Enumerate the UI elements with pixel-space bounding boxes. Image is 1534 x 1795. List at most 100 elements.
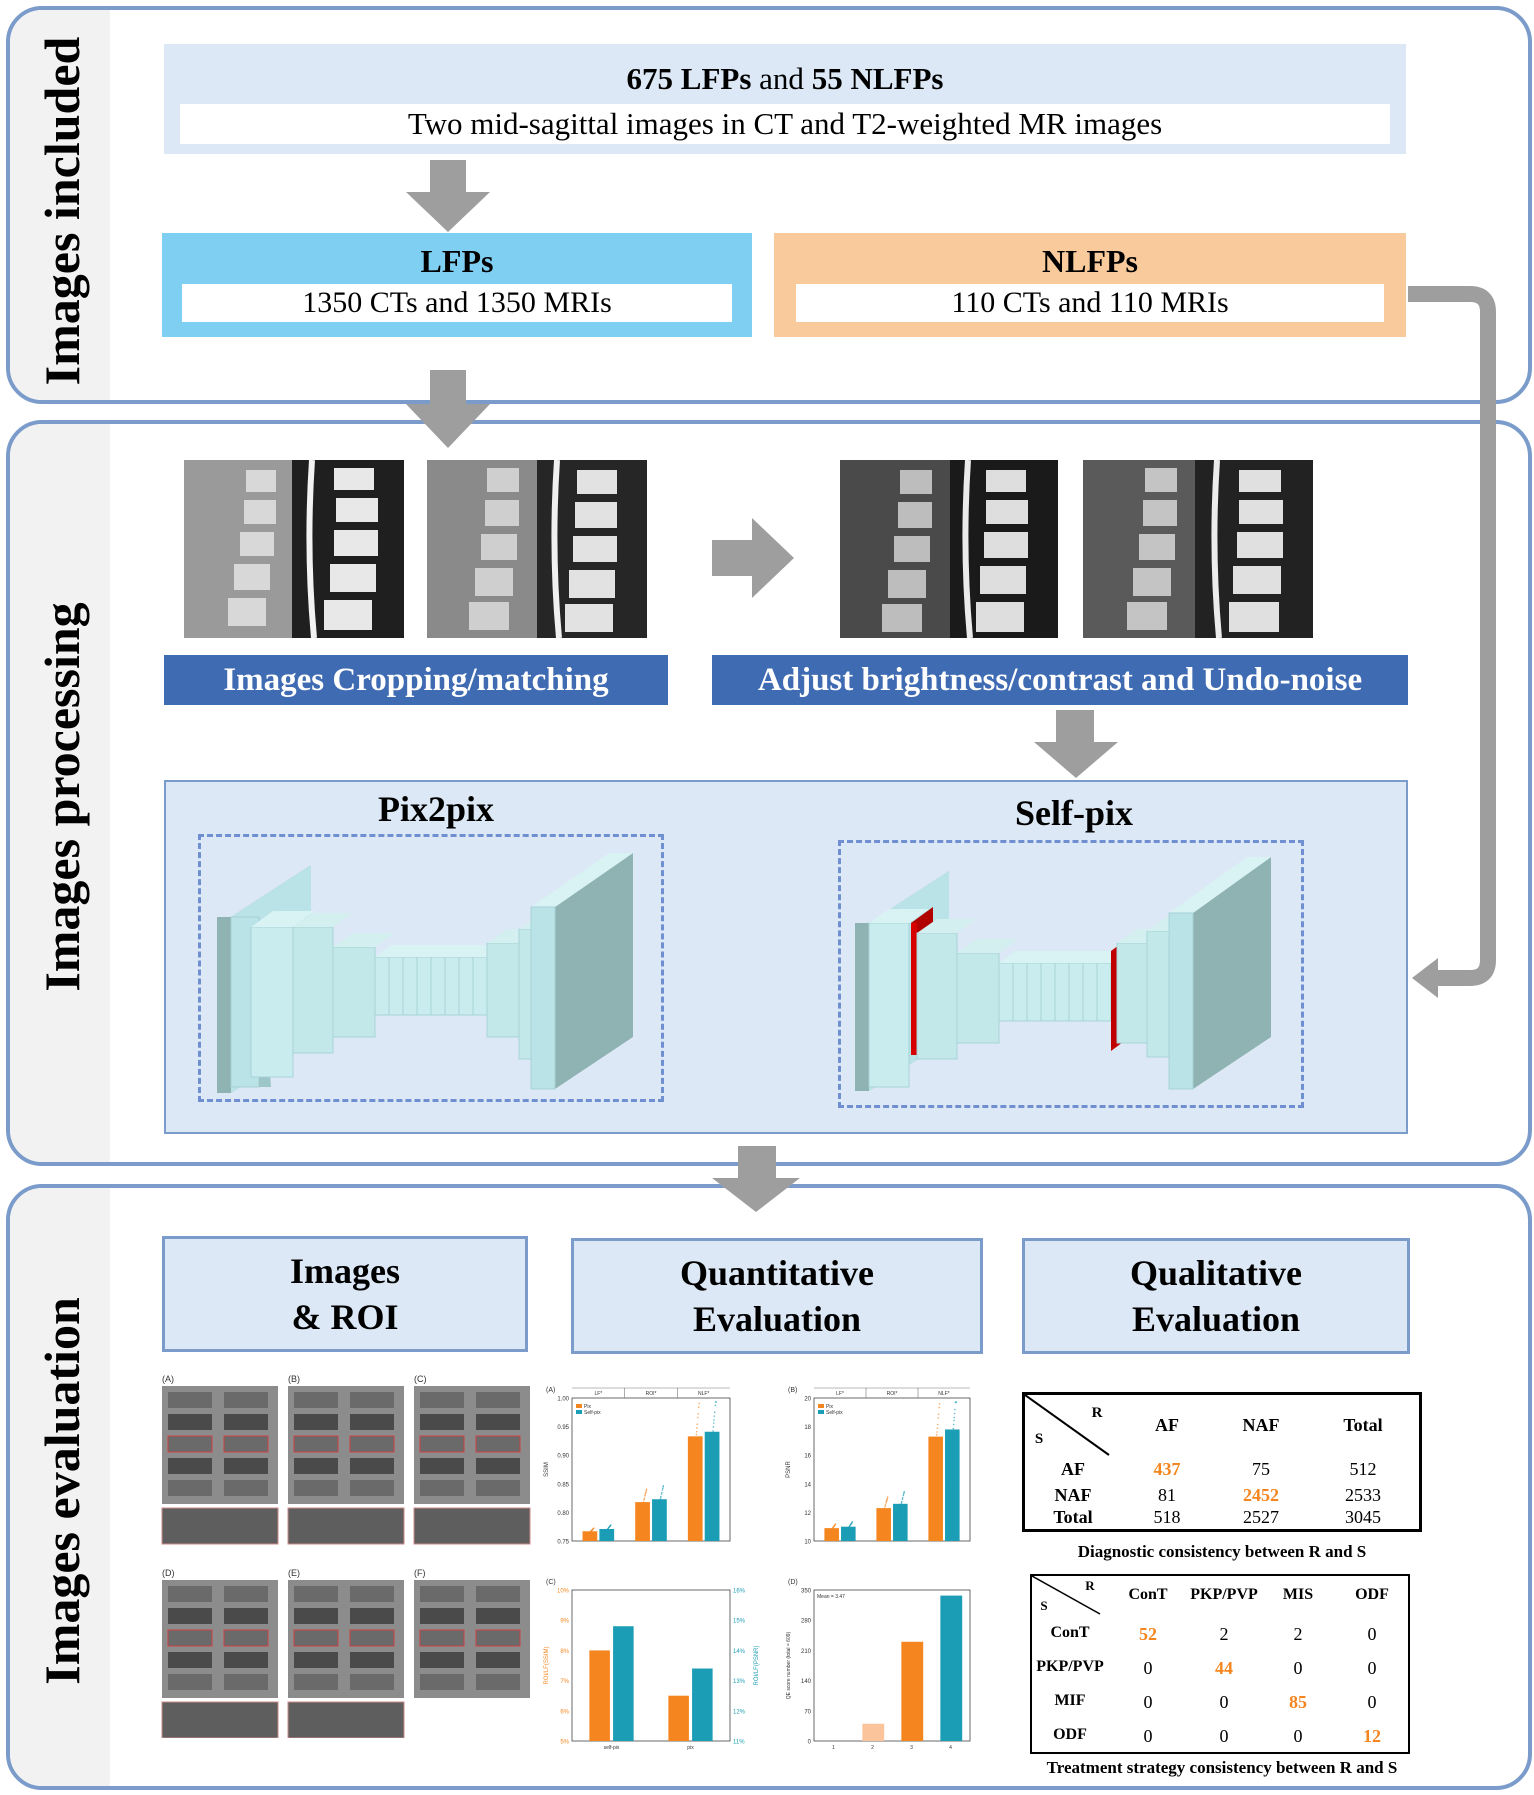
- data-point: [932, 1468, 935, 1471]
- data-point: [953, 1412, 956, 1415]
- tick-label: 210: [801, 1649, 812, 1655]
- data-point: [645, 1488, 648, 1490]
- data-point: [690, 1493, 692, 1495]
- tick-label: 0.90: [557, 1454, 569, 1460]
- data-point: [654, 1521, 657, 1523]
- ct-mri-pair-2: [427, 460, 647, 638]
- data-point: [933, 1458, 936, 1461]
- data-point: [847, 1527, 849, 1530]
- tick-label: 0: [808, 1740, 812, 1746]
- table-cell: 2452: [1243, 1485, 1279, 1505]
- data-point: [708, 1473, 711, 1475]
- panel-label: (B): [788, 1387, 797, 1394]
- bar: [940, 1595, 963, 1741]
- table-cell: 2527: [1243, 1507, 1279, 1527]
- data-point: [953, 1416, 956, 1419]
- data-point: [880, 1520, 882, 1523]
- table-cell: 512: [1349, 1459, 1377, 1479]
- data-point: [886, 1498, 888, 1501]
- section-side-bar: [10, 424, 110, 1162]
- data-point: [714, 1404, 717, 1407]
- roi-panel-label: (B): [288, 1374, 300, 1384]
- data-point: [715, 1401, 718, 1403]
- qual-head-line1: Qualitative: [1130, 1253, 1302, 1293]
- source-title: 675 LFPs and 55 NLFPs: [164, 56, 1406, 102]
- table-cell: 0: [1143, 1692, 1153, 1712]
- axis-label: ROI/LF(SSIM): [544, 1646, 550, 1684]
- data-point: [949, 1464, 952, 1467]
- axis-label: PSNR: [786, 1460, 792, 1477]
- data-point: [602, 1533, 605, 1536]
- data-point: [693, 1451, 696, 1454]
- pix2pix-title: Pix2pix: [377, 789, 494, 829]
- data-point: [883, 1509, 885, 1512]
- treatment-caption: Treatment strategy consistency between R…: [1046, 1758, 1398, 1777]
- panel-label: (D): [788, 1579, 798, 1586]
- data-point: [692, 1468, 695, 1471]
- data-point: [693, 1462, 695, 1464]
- table-cell: 0: [1219, 1726, 1229, 1746]
- roi-grid: (A)(B)(C)(D)(E)(F): [160, 1372, 540, 1739]
- roi-panel: (B): [287, 1374, 405, 1545]
- data-point: [658, 1502, 661, 1505]
- tick-label: 14: [804, 1482, 811, 1488]
- data-point: [605, 1529, 608, 1532]
- data-point: [655, 1516, 658, 1519]
- table-cell: 44: [1215, 1658, 1233, 1678]
- data-point: [937, 1413, 940, 1415]
- crop-step-label: Images Cropping/matching: [164, 655, 668, 705]
- row-label: MIF: [1054, 1692, 1086, 1709]
- table-cell: 2: [1293, 1624, 1303, 1644]
- tick-label: 2: [871, 1745, 874, 1751]
- tick-label: 12%: [733, 1709, 746, 1715]
- section-label: Images evaluation: [34, 1297, 90, 1685]
- tick-label: 13%: [733, 1679, 746, 1685]
- selfpix-network: [838, 840, 1304, 1108]
- pix2pix-network: [198, 834, 664, 1102]
- tick-label: 8%: [560, 1649, 569, 1655]
- bar: [668, 1695, 689, 1741]
- bar: [599, 1528, 615, 1541]
- data-point: [930, 1490, 933, 1493]
- tick-label: 0.85: [557, 1482, 569, 1488]
- data-point: [710, 1451, 713, 1454]
- data-point: [659, 1498, 662, 1501]
- data-point: [690, 1490, 693, 1492]
- s-label: S: [1034, 1431, 1044, 1447]
- section-label: Images processing: [34, 602, 90, 992]
- table-cell: 52: [1139, 1624, 1157, 1644]
- tick-label: 10: [804, 1540, 811, 1546]
- bar: [635, 1502, 650, 1541]
- data-point: [902, 1493, 905, 1495]
- data-point: [931, 1486, 933, 1489]
- ct-mri-pair-1: [184, 460, 404, 638]
- ct-mri-pair-3: [840, 460, 1058, 638]
- data-point: [642, 1504, 644, 1506]
- data-point: [606, 1528, 609, 1530]
- data-point: [953, 1419, 955, 1422]
- data-point: [661, 1489, 664, 1491]
- spine-image: [840, 460, 1058, 638]
- bar: [945, 1429, 960, 1541]
- bar: [893, 1503, 908, 1541]
- data-point: [604, 1530, 607, 1533]
- data-point: [591, 1529, 593, 1531]
- spine-image: [184, 460, 404, 638]
- table-cell: 0: [1367, 1658, 1377, 1678]
- tick-label: 1: [832, 1745, 835, 1751]
- ct-mri-pair-4: [1083, 460, 1313, 638]
- data-point: [711, 1436, 714, 1439]
- data-point: [697, 1416, 699, 1419]
- data-point: [638, 1517, 641, 1519]
- tick-label: 280: [801, 1619, 812, 1625]
- data-point: [954, 1408, 956, 1411]
- data-point: [932, 1472, 935, 1475]
- mean-annotation: Mean = 3.47: [817, 1594, 845, 1600]
- encoder-decoder-diagram: [217, 853, 633, 1093]
- data-point: [899, 1505, 902, 1508]
- lfps-subtitle: 1350 CTs and 1350 MRIs: [182, 284, 732, 322]
- tick-label: 4: [949, 1745, 952, 1751]
- data-point: [826, 1534, 829, 1536]
- roi-panel-label: (A): [162, 1374, 174, 1384]
- data-point: [696, 1423, 699, 1425]
